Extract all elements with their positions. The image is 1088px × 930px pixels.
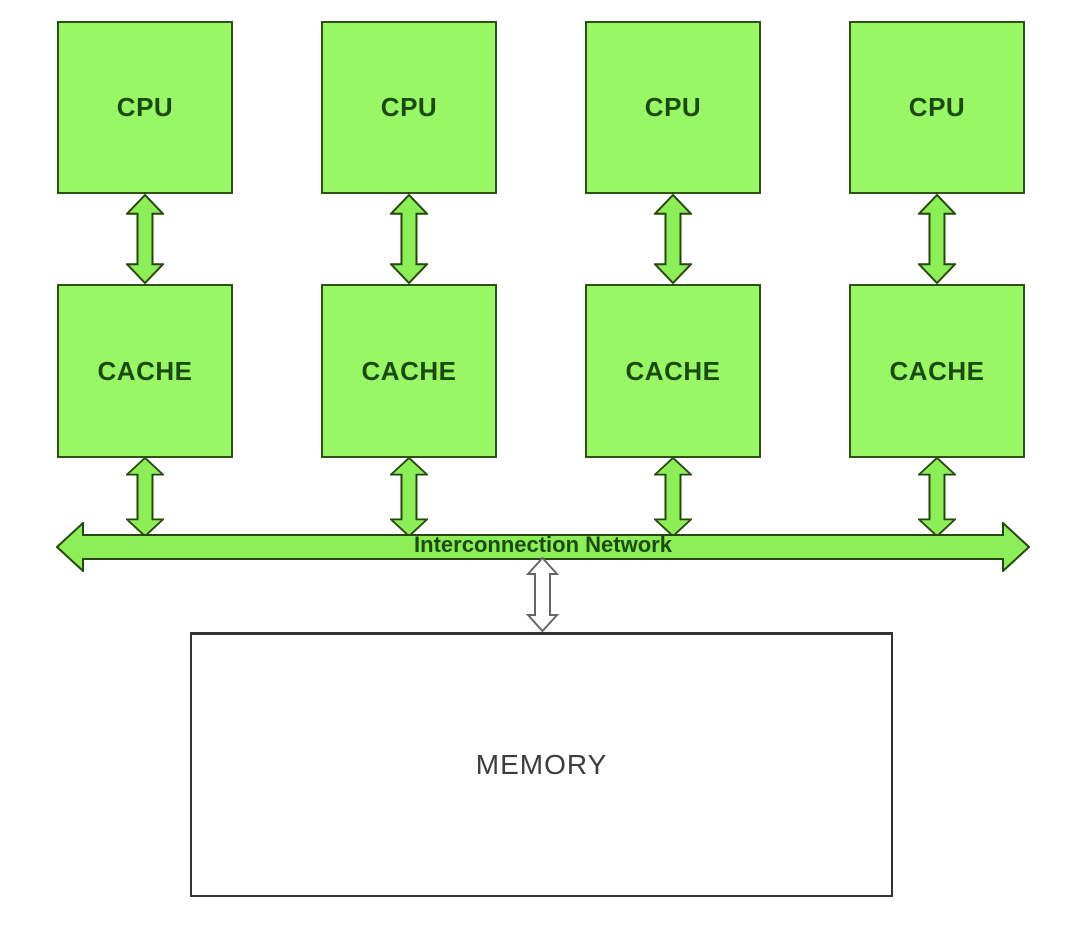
cache-box-4: CACHE	[849, 284, 1025, 458]
cache-box-1: CACHE	[57, 284, 233, 458]
cpu-label: CPU	[116, 92, 174, 122]
cpu-cache-double-arrow-icon-3	[654, 194, 692, 284]
cpu-label: CPU	[908, 92, 966, 122]
memory-label: MEMORY	[475, 749, 608, 780]
cpu-cache-double-arrow-icon-2	[390, 194, 428, 284]
memory-box: MEMORY	[190, 632, 893, 897]
cpu-box-2: CPU	[321, 21, 497, 194]
cpu-label: CPU	[644, 92, 702, 122]
cpu-cache-double-arrow-icon-4	[918, 194, 956, 284]
interconnection-network-bus-arrow-icon	[56, 522, 1030, 572]
cpu-box-3: CPU	[585, 21, 761, 194]
cache-label: CACHE	[361, 355, 457, 386]
cache-label: CACHE	[97, 355, 193, 386]
cpu-cache-double-arrow-icon-1	[126, 194, 164, 284]
cpu-label: CPU	[380, 92, 438, 122]
cache-label: CACHE	[625, 355, 721, 386]
cpu-box-1: CPU	[57, 21, 233, 194]
cache-box-3: CACHE	[585, 284, 761, 458]
network-memory-double-arrow-icon	[526, 557, 559, 632]
cache-box-2: CACHE	[321, 284, 497, 458]
cache-label: CACHE	[889, 355, 985, 386]
cpu-box-4: CPU	[849, 21, 1025, 194]
